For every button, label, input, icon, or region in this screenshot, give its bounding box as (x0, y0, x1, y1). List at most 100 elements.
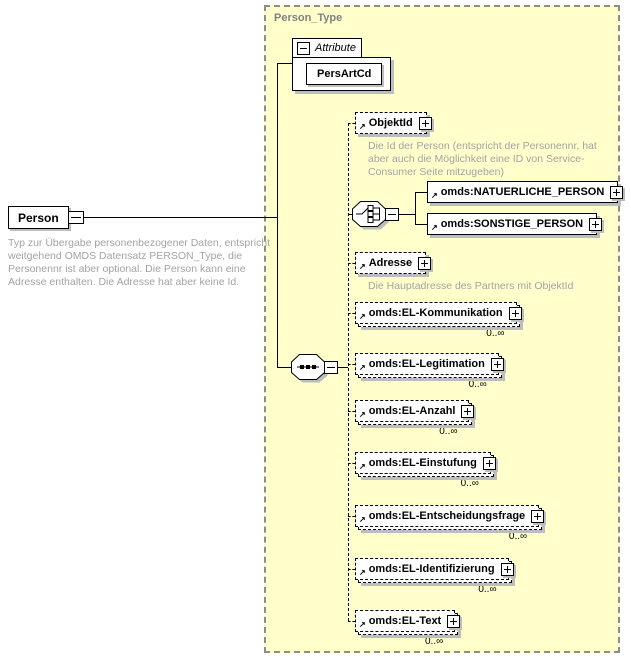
element-person-annotation: Typ zur Übergabe personenbezogener Daten… (8, 237, 271, 288)
element-ref-icon: ↗ (359, 312, 366, 321)
element-el-text-row: ↗ omds:EL-Text 0..∞ (355, 610, 461, 647)
element-el-legitimation-row: ↗ omds:EL-Legitimation 0..∞ (355, 353, 504, 390)
connector-line (277, 367, 291, 368)
element-objektid-row: ↗ ObjektId Die Id der Person (entspricht… (355, 112, 600, 179)
connector-line (338, 367, 348, 368)
connector-stub (348, 463, 355, 464)
tree-trunk-line (348, 123, 349, 621)
element-adresse[interactable]: ↗ Adresse (355, 252, 432, 274)
element-sonstige-person-row: ↗ omds:SONSTIGE_PERSON (427, 213, 603, 235)
collapse-icon[interactable] (385, 208, 399, 221)
element-omds-el-identifizierung[interactable]: ↗ omds:EL-Identifizierung (355, 558, 514, 580)
connector-line (415, 192, 416, 225)
element-ref-icon: ↗ (359, 262, 366, 271)
element-omds-el-entscheidungsfrage[interactable]: ↗ omds:EL-Entscheidungsfrage (355, 505, 545, 527)
element-adresse-row: ↗ Adresse Die Hauptadresse des Partners … (355, 252, 628, 293)
element-omds-sonstige-person-label: omds:SONSTIGE_PERSON (440, 218, 584, 230)
connector-line (277, 63, 293, 64)
connector-stub (348, 516, 355, 517)
expand-icon[interactable] (531, 509, 545, 523)
element-natuerliche-person-row: ↗ omds:NATUERLICHE_PERSON (427, 181, 624, 203)
element-omds-el-legitimation[interactable]: ↗ omds:EL-Legitimation (355, 353, 504, 375)
element-person-label: Person (18, 210, 59, 225)
connector-line (399, 214, 415, 215)
expand-icon[interactable] (447, 614, 461, 628)
element-omds-el-kommunikation-label: omds:EL-Kommunikation (368, 307, 503, 319)
occurs-label: 0..∞ (424, 636, 444, 647)
element-omds-el-anzahl-label: omds:EL-Anzahl (368, 405, 456, 417)
element-omds-el-identifizierung-label: omds:EL-Identifizierung (368, 563, 495, 575)
connector-stub (348, 411, 355, 412)
sequence-connector-icon[interactable] (291, 354, 331, 386)
element-el-entscheidungsfrage-row: ↗ omds:EL-Entscheidungsfrage 0..∞ (355, 505, 545, 542)
element-el-identifizierung-row: ↗ omds:EL-Identifizierung 0..∞ (355, 558, 514, 595)
connector-stub (348, 621, 355, 622)
attribute-section-tab[interactable]: Attribute (292, 38, 362, 58)
element-ref-icon: ↗ (431, 191, 438, 200)
expand-icon[interactable] (610, 185, 624, 199)
collapse-icon[interactable] (324, 361, 338, 374)
occurs-label: 0..∞ (508, 531, 528, 542)
collapse-icon[interactable] (67, 211, 84, 224)
element-ref-icon: ↗ (359, 462, 366, 471)
element-omds-el-text[interactable]: ↗ omds:EL-Text (355, 610, 461, 632)
element-objektid[interactable]: ↗ ObjektId (355, 112, 432, 134)
element-omds-el-text-label: omds:EL-Text (368, 615, 442, 627)
element-ref-icon: ↗ (359, 515, 366, 524)
element-person-row: Person (8, 206, 84, 229)
expand-icon[interactable] (418, 116, 432, 130)
element-objektid-annotation: Die Id der Person (entspricht der Person… (368, 140, 597, 178)
element-omds-sonstige-person[interactable]: ↗ omds:SONSTIGE_PERSON (427, 213, 603, 235)
element-omds-el-legitimation-label: omds:EL-Legitimation (368, 358, 485, 370)
occurs-label: 0..∞ (439, 426, 458, 437)
element-adresse-label: Adresse (368, 257, 413, 269)
element-ref-icon: ↗ (359, 363, 366, 372)
element-ref-icon: ↗ (359, 410, 366, 419)
element-omds-el-kommunikation[interactable]: ↗ omds:EL-Kommunikation (355, 302, 522, 324)
element-omds-el-entscheidungsfrage-label: omds:EL-Entscheidungsfrage (368, 510, 526, 522)
occurs-label: 0..∞ (486, 328, 505, 339)
element-objektid-label: ObjektId (368, 117, 413, 129)
connector-stub (348, 263, 355, 264)
attribute-persartcd-label: PersArtCd (317, 68, 372, 80)
occurs-label: 0..∞ (460, 478, 479, 489)
connector-stub (348, 123, 355, 124)
element-el-anzahl-row: ↗ omds:EL-Anzahl 0..∞ (355, 400, 475, 437)
connector-stub (348, 313, 355, 314)
element-ref-icon: ↗ (431, 223, 438, 232)
collapse-icon[interactable] (297, 41, 310, 55)
expand-icon[interactable] (500, 562, 514, 576)
attribute-section-label: Attribute (315, 42, 356, 54)
element-omds-natuerliche-person-label: omds:NATUERLICHE_PERSON (440, 186, 605, 198)
element-el-kommunikation-row: ↗ omds:EL-Kommunikation 0..∞ (355, 302, 522, 339)
connector-stub (348, 214, 352, 215)
element-omds-el-anzahl[interactable]: ↗ omds:EL-Anzahl (355, 400, 475, 422)
expand-icon[interactable] (418, 256, 432, 270)
connector-line (277, 63, 278, 368)
element-adresse-annotation: Die Hauptadresse des Partners mit Objekt… (368, 280, 574, 292)
element-omds-natuerliche-person[interactable]: ↗ omds:NATUERLICHE_PERSON (427, 181, 624, 203)
connector-line (76, 217, 277, 218)
expand-icon[interactable] (589, 217, 603, 231)
element-ref-icon: ↗ (359, 568, 366, 577)
connector-stub (348, 569, 355, 570)
expand-icon[interactable] (508, 306, 522, 320)
expand-icon[interactable] (482, 456, 496, 470)
choice-connector-icon[interactable] (352, 201, 392, 233)
element-omds-el-einstufung[interactable]: ↗ omds:EL-Einstufung (355, 452, 496, 474)
expand-icon[interactable] (461, 404, 475, 418)
connector-stub (348, 364, 355, 365)
expand-icon[interactable] (490, 357, 504, 371)
person-type-panel: Person_Type (264, 5, 620, 653)
connector-line (415, 224, 427, 225)
element-el-einstufung-row: ↗ omds:EL-Einstufung 0..∞ (355, 452, 496, 489)
element-ref-icon: ↗ (359, 122, 366, 131)
occurs-label: 0..∞ (478, 584, 497, 595)
element-ref-icon: ↗ (359, 620, 366, 629)
element-person[interactable]: Person (8, 206, 69, 229)
connector-line (415, 192, 427, 193)
occurs-label: 0..∞ (468, 379, 487, 390)
attribute-persartcd[interactable]: PersArtCd (306, 63, 383, 85)
element-omds-el-einstufung-label: omds:EL-Einstufung (368, 457, 477, 469)
